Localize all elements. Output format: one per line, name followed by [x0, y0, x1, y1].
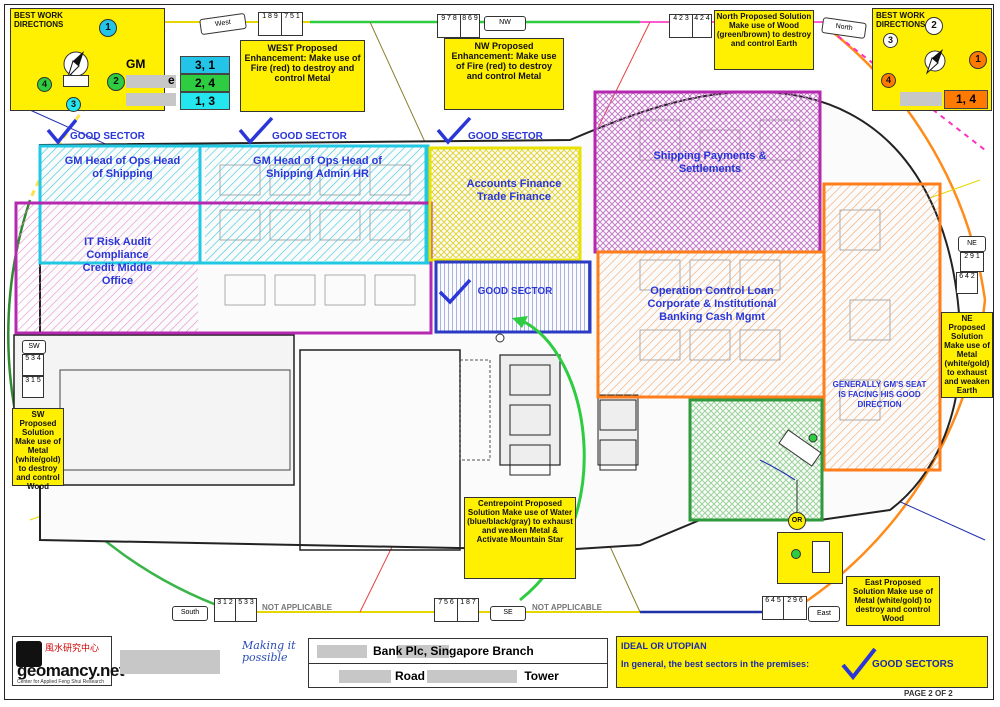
- redacted-name: [126, 93, 176, 106]
- direction-circle-3: 3: [883, 33, 898, 48]
- note-nw: NW Proposed Enhancement: Make use of Fir…: [444, 38, 564, 110]
- redacted-name: [900, 92, 942, 106]
- good-sectors-label: GOOD SECTORS: [872, 659, 954, 670]
- logo-cjk: 風水研究中心: [45, 643, 100, 653]
- note-centrepoint: Centrepoint Proposed Solution Make use o…: [464, 497, 576, 579]
- page-number: PAGE 2 OF 2: [904, 689, 953, 698]
- compass-icon: [924, 49, 946, 75]
- star-box-nw-a: 9 7 8: [437, 14, 461, 38]
- compass-icon: [63, 51, 89, 78]
- star-box-nw-b: 8 6 9: [460, 14, 480, 38]
- star-box-south-b: 5 3 3: [235, 598, 257, 622]
- zone-label-gm-left: GM Head of Ops Head of Shipping: [64, 155, 181, 180]
- star-box-west-a: 1 8 9: [258, 12, 282, 36]
- best-row-2-value: 2, 4: [180, 74, 230, 92]
- direction-se: SE: [490, 606, 526, 621]
- logo-sub: Center for Applied Feng Shui Research: [17, 679, 104, 685]
- best-directions-title: BEST WORK DIRECTIONS: [876, 11, 926, 29]
- direction-south: South: [172, 606, 208, 621]
- direction-nw: NW: [484, 16, 526, 31]
- redacted-bank: [397, 645, 449, 658]
- star-box-north-b: 4 2 4: [692, 14, 712, 38]
- not-applicable-south: NOT APPLICABLE: [262, 603, 332, 612]
- star-box-ne-b: 6 4 2: [956, 272, 978, 294]
- seat-legend: [777, 532, 843, 584]
- star-box-se-b: 1 8 7: [457, 598, 479, 622]
- direction-sw: SW: [22, 340, 46, 354]
- note-west: WEST Proposed Enhancement: Make use of F…: [240, 40, 365, 112]
- note-north: North Proposed Solution Make use of Wood…: [714, 10, 814, 70]
- bank-name: Bank Plc, Singapore Branch: [373, 644, 534, 658]
- star-box-south-a: 3 1 2: [214, 598, 236, 622]
- star-box-north-a: 4 2 3: [669, 14, 693, 38]
- direction-circle-4: 4: [881, 73, 896, 88]
- direction-circle-1: 1: [969, 51, 987, 69]
- ideal-subtitle: In general, the best sectors in the prem…: [621, 659, 810, 669]
- ideal-title: IDEAL OR UTOPIAN: [621, 641, 707, 651]
- best-row-3-value: 1, 3: [180, 92, 230, 110]
- direction-east: East: [808, 606, 840, 622]
- ideal-box: IDEAL OR UTOPIAN In general, the best se…: [616, 636, 988, 688]
- zone-label-accounts: Accounts Finance Trade Finance: [466, 178, 562, 203]
- desk-icon: [63, 75, 89, 87]
- project-box: Bank Plc, Singapore Branch Road Tower: [308, 638, 608, 688]
- or-badge: OR: [788, 512, 806, 530]
- best-row-1-value: 3, 1: [180, 56, 230, 74]
- best-directions-title: BEST WORK DIRECTIONS: [14, 11, 64, 29]
- best-right-value: 1, 4: [944, 90, 988, 109]
- star-box-ne-a: 2 9 1: [960, 252, 984, 272]
- direction-circle-3: 3: [66, 97, 81, 112]
- direction-circle-2: 2: [925, 17, 943, 35]
- direction-circle-1: 1: [99, 19, 117, 37]
- good-sector-label: GOOD SECTOR: [272, 131, 347, 142]
- direction-ne: NE: [958, 236, 986, 252]
- slogan: Making it possible: [242, 639, 296, 664]
- direction-circle-2: 2: [107, 73, 125, 91]
- best-row-2-label: e: [168, 73, 175, 87]
- star-box-se-a: 7 5 6: [434, 598, 458, 622]
- logo-icon: [16, 641, 42, 667]
- note-ne: NE Proposed Solution Make use of Metal (…: [941, 312, 993, 398]
- not-applicable-se: NOT APPLICABLE: [532, 603, 602, 612]
- redacted-address: [339, 670, 391, 683]
- redacted-bank: [317, 645, 367, 658]
- good-sector-label: GOOD SECTOR: [70, 131, 145, 142]
- zone-label-shipping: Shipping Payments & Settlements: [653, 150, 767, 175]
- logo-box: 風水研究中心 geomancy.net Center for Applied F…: [12, 636, 125, 686]
- drawing-frame: [4, 4, 994, 700]
- note-sw: SW Proposed Solution Make use of Metal (…: [12, 408, 64, 491]
- desk-icon: [812, 541, 830, 573]
- star-box-east-a: 6 4 5: [762, 596, 784, 620]
- checkmark-icon: [841, 647, 877, 681]
- redacted-logo: [120, 650, 220, 674]
- star-box-sw-b: 3 1 5: [22, 376, 44, 398]
- zone-label-gm-right: GM Head of Ops Head of Shipping Admin HR: [253, 155, 382, 180]
- seat-dot-icon: [791, 549, 801, 559]
- star-box-east-b: 2 9 6: [783, 596, 807, 620]
- zone-label-gm-seat: GENERALLY GM'S SEAT IS FACING HIS GOOD D…: [832, 380, 927, 409]
- best-row-1-label: GM: [126, 57, 146, 71]
- note-east: East Proposed Solution Make use of Metal…: [846, 576, 940, 626]
- good-sector-label: GOOD SECTOR: [468, 131, 543, 142]
- star-box-west-b: 7 5 1: [281, 12, 303, 36]
- zone-label-operation: Operation Control Loan Corporate & Insti…: [647, 285, 777, 323]
- star-box-sw-a: 5 3 4: [22, 354, 44, 376]
- direction-circle-4: 4: [37, 77, 52, 92]
- redacted-name: [126, 75, 176, 88]
- logo-text: geomancy.net: [17, 661, 125, 680]
- zone-label-good-sector: GOOD SECTOR: [477, 286, 553, 297]
- zone-label-it: IT Risk Audit Compliance Credit Middle O…: [82, 236, 153, 287]
- address-line: Road Tower: [395, 669, 559, 683]
- redacted-address: [427, 670, 517, 683]
